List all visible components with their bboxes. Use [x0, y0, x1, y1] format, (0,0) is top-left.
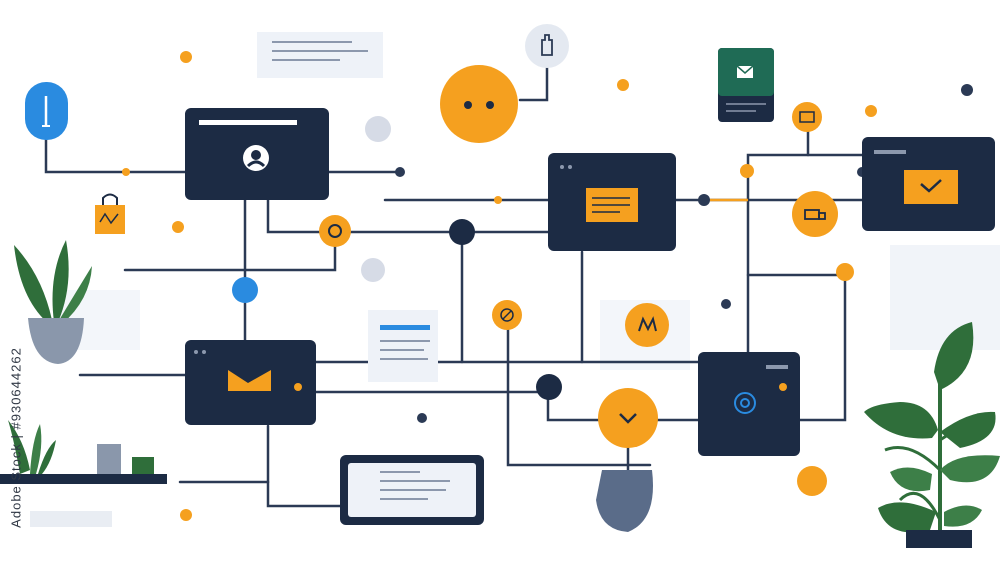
- profile-screen: [185, 108, 329, 200]
- junction-dot: [417, 413, 427, 423]
- email-device: [718, 48, 774, 122]
- orange-dot: [494, 196, 502, 204]
- target-node: [319, 215, 351, 247]
- junction-node: [449, 219, 475, 245]
- orange-dot: [865, 105, 877, 117]
- chevron-node: [598, 388, 658, 448]
- touch-icon: [541, 34, 553, 56]
- document-card-middle: [368, 310, 438, 382]
- orange-dot: [180, 509, 192, 521]
- checkmark-icon: [920, 179, 942, 193]
- shelf: [0, 420, 167, 527]
- grey-dots: [361, 116, 391, 282]
- grey-dot: [361, 258, 385, 282]
- connector-lines: [44, 66, 864, 508]
- junction-dot: [721, 299, 731, 309]
- shopping-bag-icon: [95, 193, 125, 234]
- plant-left-top: [14, 240, 92, 364]
- orange-dot: [172, 221, 184, 233]
- chevron-down-icon: [619, 413, 637, 424]
- mail-icon: [228, 370, 271, 391]
- tablet-device: [340, 455, 484, 525]
- grey-dot: [365, 116, 391, 142]
- truck-node: [792, 191, 838, 237]
- document-card-top: [257, 32, 383, 78]
- at-sign-icon: [734, 392, 756, 414]
- wave-node: [625, 303, 669, 347]
- orange-dot: [740, 164, 754, 178]
- orange-dot: [617, 79, 629, 91]
- prohibited-icon: [500, 308, 514, 322]
- pot: [596, 470, 653, 532]
- mail-screen: [185, 340, 316, 425]
- decor-dots: [122, 51, 877, 521]
- prohibited-node: [492, 300, 522, 330]
- orange-dot: [797, 466, 827, 496]
- junction-node: [536, 374, 562, 400]
- junction-dot: [395, 167, 405, 177]
- watermark: Adobe Stock | #930644262: [8, 347, 24, 528]
- orange-dot: [122, 168, 130, 176]
- background-panel: [890, 245, 1000, 350]
- camera-node: [792, 102, 822, 132]
- junction-dot: [698, 194, 710, 206]
- at-sign-screen: [698, 352, 800, 456]
- orange-dot: [180, 51, 192, 63]
- microphone-node: [25, 82, 68, 140]
- orange-dot: [836, 263, 854, 281]
- plant-right: [864, 322, 1000, 548]
- touch-node: [525, 24, 569, 68]
- chat-bubble: [440, 65, 518, 143]
- blue-junction-node: [232, 277, 258, 303]
- junction-dot: [961, 84, 973, 96]
- message-screen: [548, 153, 676, 251]
- checkmark-screen: [862, 137, 995, 231]
